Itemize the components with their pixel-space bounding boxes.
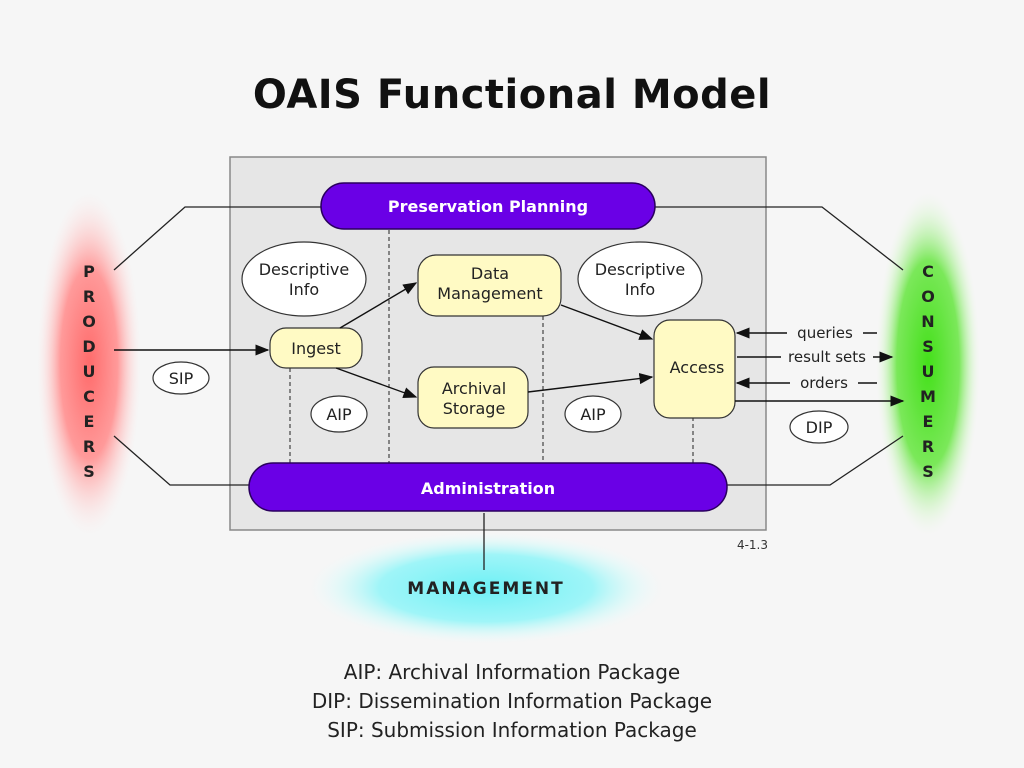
dip-label: DIP [806, 418, 833, 437]
ingest-to-archival-storage-arrow [335, 367, 418, 398]
aip-label-right: AIP [580, 405, 606, 424]
producers-letter: P [83, 262, 95, 281]
legend-item: DIP: Dissemination Information Package [311, 689, 713, 713]
ingest-to-data-management-arrow [339, 282, 418, 329]
consumers-letter: C [922, 262, 934, 281]
descriptive-info-left-line2: Info [289, 280, 319, 299]
archival-storage-line1: Archival [442, 379, 506, 398]
legend-item: AIP: Archival Information Package [343, 660, 681, 684]
legend: AIP: Archival Information Package DIP: D… [0, 658, 1024, 745]
queries-label-bg [787, 322, 863, 344]
archival-storage-box [417, 366, 529, 429]
aip-label-left: AIP [326, 405, 352, 424]
consumers-letter: N [921, 312, 934, 331]
data-management-line2: Management [437, 284, 542, 303]
administration-bar [248, 462, 728, 512]
producers-letter: U [83, 362, 96, 381]
access-label: Access [670, 358, 725, 377]
dip-oval [789, 410, 849, 444]
orders-label-bg [790, 372, 858, 394]
sip-label: SIP [169, 369, 194, 388]
ingest-label: Ingest [291, 339, 340, 358]
administration-label: Administration [421, 479, 555, 498]
queries-label: queries [797, 324, 853, 342]
descriptive-info-left [241, 241, 367, 317]
consumers-letter: O [921, 287, 935, 306]
orders-label: orders [800, 374, 848, 392]
descriptive-info-right-line2: Info [625, 280, 655, 299]
producers-letter: D [82, 337, 95, 356]
producers-letter: C [83, 387, 95, 406]
figure-id: 4-1.3 [737, 538, 768, 552]
legend-item: SIP: Submission Information Package [327, 718, 697, 742]
producers-letter: S [83, 462, 95, 481]
ingest-box [269, 327, 363, 369]
consumers-letter: M [920, 387, 936, 406]
connector-lines [113, 206, 904, 570]
archival-storage-to-access-arrow [527, 372, 654, 393]
data-management-to-access-arrow [560, 304, 654, 340]
consumers-letter: S [922, 337, 934, 356]
producers-letter: O [82, 312, 96, 331]
data-management-box [417, 254, 562, 317]
consumers-glow [876, 192, 980, 536]
aip-oval-right [564, 395, 622, 433]
descriptive-info-left-line1: Descriptive [259, 260, 350, 279]
producers-letter: R [83, 287, 95, 306]
producers-letter: E [84, 412, 95, 431]
consumers-letter: U [922, 362, 935, 381]
consumers-letter: R [922, 437, 934, 456]
slide-title: OAIS Functional Model [252, 72, 772, 118]
producers-label: P R O D U C E R S [82, 262, 96, 481]
consumers-letter: E [923, 412, 934, 431]
result-sets-label-bg [781, 346, 873, 368]
preservation-planning-bar [320, 182, 656, 230]
data-management-line1: Data [471, 264, 509, 283]
descriptive-info-right [577, 241, 703, 317]
producers-glow [37, 192, 141, 536]
aip-oval-left [310, 395, 368, 433]
descriptive-info-right-line1: Descriptive [595, 260, 686, 279]
result-sets-label: result sets [788, 348, 866, 366]
archival-storage-line2: Storage [443, 399, 506, 418]
producers-letter: R [83, 437, 95, 456]
preservation-planning-label: Preservation Planning [388, 197, 588, 216]
access-box [653, 319, 736, 419]
consumers-letter: S [922, 462, 934, 481]
consumers-label: C O N S U M E R S [920, 262, 936, 481]
management-glow [308, 532, 664, 644]
management-label: MANAGEMENT [407, 579, 564, 599]
sip-oval [152, 361, 210, 395]
